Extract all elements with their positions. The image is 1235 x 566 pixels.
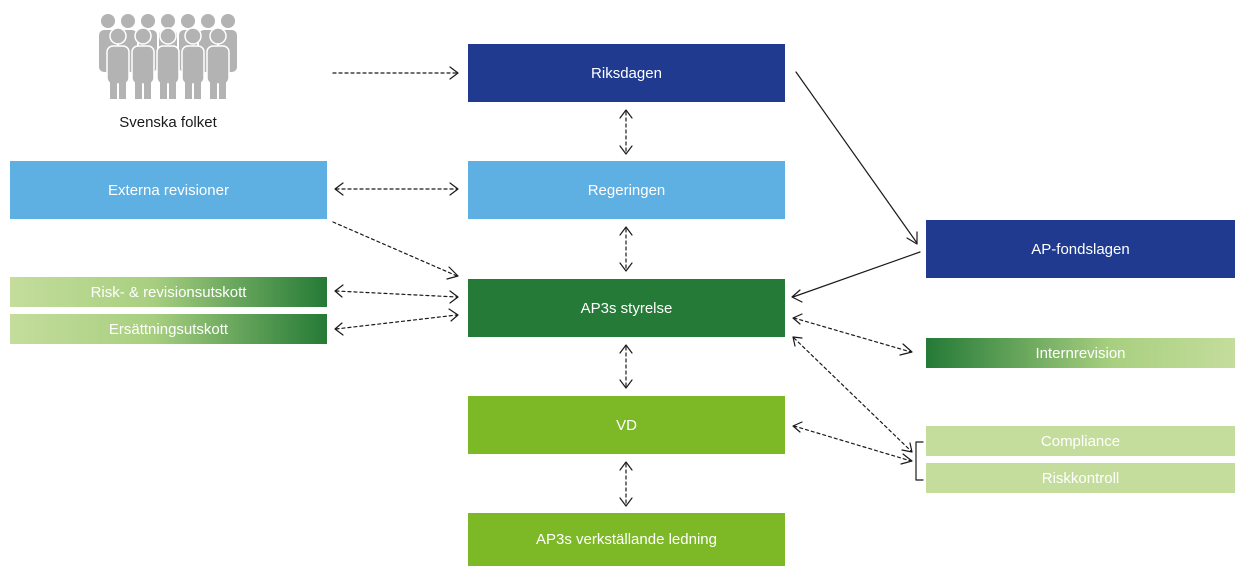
regeringen-label: Regeringen — [587, 181, 666, 199]
ap3s-styrelse-box: AP3s styrelse — [468, 279, 785, 337]
ap3s-styrelse-label: AP3s styrelse — [580, 299, 673, 317]
verkstallande-ledning-box: AP3s verkställande ledning — [468, 513, 785, 566]
arrow-externa-styrelse — [332, 221, 459, 280]
ersattningsutskott-box: Ersättningsutskott — [10, 314, 327, 344]
arrow-styrelse-vd — [619, 344, 633, 389]
arrow-styrelse-controls — [792, 336, 913, 453]
internrevision-label: Internrevision — [1035, 344, 1126, 362]
regeringen-box: Regeringen — [468, 161, 785, 219]
externa-revisioner-box: Externa revisioner — [10, 161, 327, 219]
vd-box: VD — [468, 396, 785, 454]
riskkontroll-label: Riskkontroll — [1041, 469, 1120, 487]
arrow-regeringen-styrelse — [619, 226, 633, 272]
externa-revisioner-label: Externa revisioner — [108, 181, 229, 199]
arrow-vd-ledning — [619, 461, 633, 507]
arrow-riksdagen-apfondslagen — [795, 71, 918, 245]
verkstallande-ledning-label: AP3s verkställande ledning — [536, 531, 717, 548]
riksdagen-box: Riksdagen — [468, 44, 785, 102]
risk-revisionsutskott-box: Risk- & revisionsutskott — [10, 277, 327, 307]
arrow-styrelse-internrevision — [792, 313, 913, 356]
vd-label: VD — [616, 416, 637, 434]
arrow-apfondslagen-styrelse — [791, 251, 921, 303]
people-group-icon — [99, 14, 237, 99]
people-label: Svenska folket — [119, 114, 217, 131]
arrow-ersattning-styrelse — [334, 308, 459, 336]
compliance-label: Compliance — [1040, 432, 1121, 450]
arrow-people-riksdagen — [332, 66, 459, 80]
riskkontroll-box: Riskkontroll — [926, 463, 1235, 493]
ap-fondslagen-label: AP-fondslagen — [1031, 240, 1130, 258]
controls-bracket — [915, 441, 924, 481]
arrow-riskutskott-styrelse — [334, 284, 459, 304]
internrevision-box: Internrevision — [926, 338, 1235, 368]
ap-fondslagen-box: AP-fondslagen — [926, 220, 1235, 278]
riksdagen-label: Riksdagen — [591, 64, 662, 82]
arrow-vd-controls — [792, 421, 913, 465]
compliance-box: Compliance — [926, 426, 1235, 456]
ersattningsutskott-label: Ersättningsutskott — [108, 320, 229, 338]
arrow-externa-regeringen — [334, 182, 459, 196]
risk-revisionsutskott-label: Risk- & revisionsutskott — [90, 283, 247, 301]
arrow-riksdagen-regeringen — [619, 109, 633, 155]
